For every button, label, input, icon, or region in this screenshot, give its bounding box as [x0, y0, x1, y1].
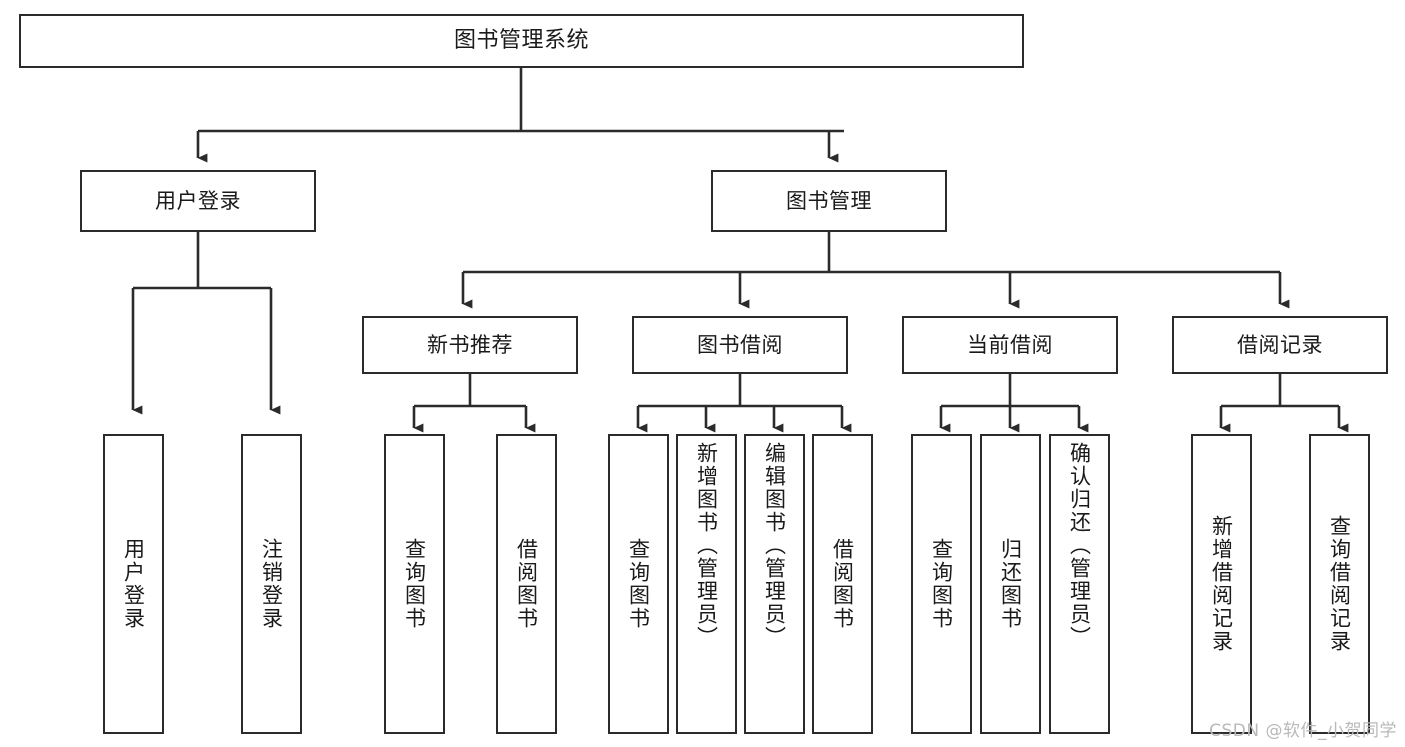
- node-leaf-edit-book-label: 编辑图书（管理员）: [762, 442, 787, 649]
- node-leaf-user-login[interactable]: 用户登录: [103, 434, 164, 734]
- node-root-label: 图书管理系统: [453, 28, 589, 54]
- node-new-book-recommend-label: 新书推荐: [427, 332, 513, 357]
- node-leaf-logout-login[interactable]: 注销登录: [241, 434, 302, 734]
- node-leaf-edit-book[interactable]: 编辑图书（管理员）: [744, 434, 805, 734]
- node-leaf-borrow-book-1-label: 借阅图书: [514, 538, 539, 630]
- node-leaf-query-book-3[interactable]: 查询图书: [911, 434, 972, 734]
- node-leaf-logout-login-label: 注销登录: [259, 538, 284, 630]
- node-leaf-query-book-3-label: 查询图书: [929, 538, 954, 630]
- node-leaf-borrow-book-2-label: 借阅图书: [830, 538, 855, 630]
- node-user-login-label: 用户登录: [155, 188, 241, 213]
- node-borrow-record[interactable]: 借阅记录: [1172, 316, 1388, 374]
- node-borrow-record-label: 借阅记录: [1237, 332, 1323, 357]
- node-new-book-recommend[interactable]: 新书推荐: [362, 316, 578, 374]
- node-leaf-query-book-1[interactable]: 查询图书: [384, 434, 445, 734]
- node-leaf-add-record-label: 新增借阅记录: [1209, 515, 1234, 653]
- node-root[interactable]: 图书管理系统: [19, 14, 1024, 68]
- node-current-borrow[interactable]: 当前借阅: [902, 316, 1118, 374]
- node-leaf-confirm-return-label: 确认归还（管理员）: [1067, 442, 1092, 649]
- node-leaf-query-book-2[interactable]: 查询图书: [608, 434, 669, 734]
- node-user-login[interactable]: 用户登录: [80, 170, 316, 232]
- node-book-borrow-label: 图书借阅: [697, 332, 783, 357]
- node-leaf-borrow-book-1[interactable]: 借阅图书: [496, 434, 557, 734]
- node-leaf-confirm-return[interactable]: 确认归还（管理员）: [1049, 434, 1110, 734]
- node-leaf-return-book[interactable]: 归还图书: [980, 434, 1041, 734]
- csdn-watermark: CSDN @软件_小贺同学: [1209, 721, 1397, 741]
- node-leaf-query-record[interactable]: 查询借阅记录: [1309, 434, 1370, 734]
- node-leaf-query-book-1-label: 查询图书: [402, 538, 427, 630]
- node-leaf-query-book-2-label: 查询图书: [626, 538, 651, 630]
- node-leaf-add-book[interactable]: 新增图书（管理员）: [676, 434, 737, 734]
- node-leaf-user-login-label: 用户登录: [121, 538, 146, 630]
- node-book-borrow[interactable]: 图书借阅: [632, 316, 848, 374]
- node-leaf-borrow-book-2[interactable]: 借阅图书: [812, 434, 873, 734]
- node-leaf-add-record[interactable]: 新增借阅记录: [1191, 434, 1252, 734]
- node-book-management[interactable]: 图书管理: [711, 170, 947, 232]
- node-leaf-query-record-label: 查询借阅记录: [1327, 515, 1352, 653]
- node-current-borrow-label: 当前借阅: [967, 332, 1053, 357]
- node-leaf-return-book-label: 归还图书: [998, 538, 1023, 630]
- node-book-management-label: 图书管理: [786, 188, 872, 213]
- node-leaf-add-book-label: 新增图书（管理员）: [694, 442, 719, 649]
